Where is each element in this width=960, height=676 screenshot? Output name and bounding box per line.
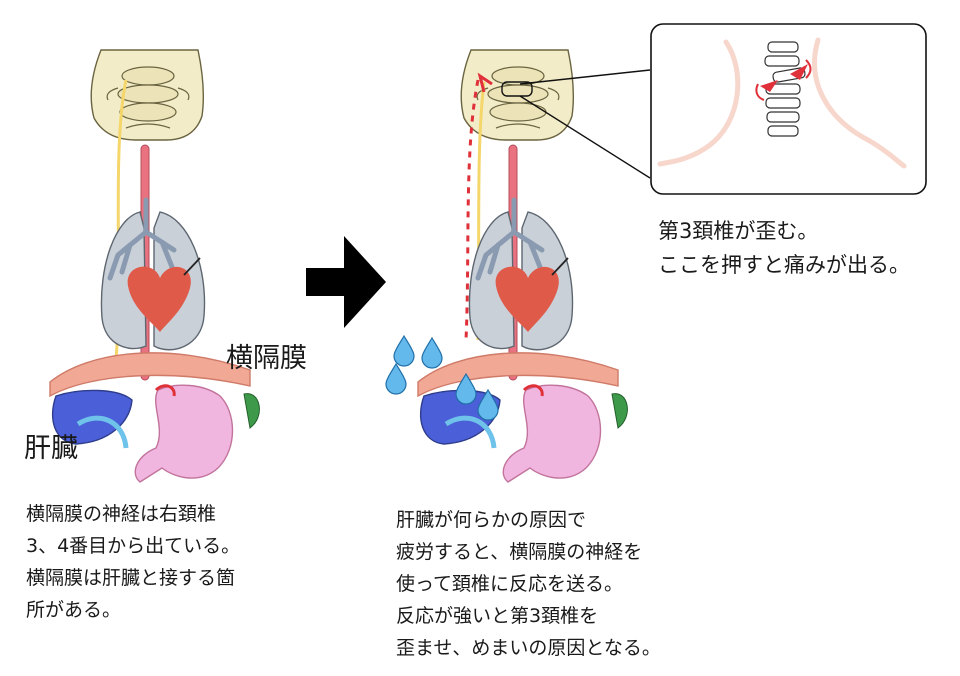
left-torso-illustration: [50, 145, 259, 482]
caption-line: 所がある。: [26, 599, 122, 621]
callout-line: ここを押すと痛みが出る。: [658, 253, 910, 277]
caption-line: 肝臓が何らかの原因で: [396, 509, 587, 531]
vertebra-stack: [764, 41, 806, 137]
caption-left: 横隔膜の神経は右頚椎 3、4番目から出ている。 横隔膜は肝臓と接する箇 所がある…: [26, 498, 240, 626]
arrow-right-icon: [306, 236, 386, 328]
caption-line: 反応が強いと第3頚椎を: [396, 605, 599, 627]
caption-line: 横隔膜は肝臓と接する箇: [26, 567, 236, 589]
caption-line: 疲労すると、横隔膜の神経を: [396, 541, 643, 563]
pressure-arrow-icon: [760, 64, 808, 92]
caption-line: 歪ませ、めまいの原因となる。: [396, 637, 661, 659]
callout-caption: 第3頚椎が歪む。 ここを押すと痛みが出る。: [658, 214, 910, 282]
caption-right: 肝臓が何らかの原因で 疲労すると、横隔膜の神経を 使って頚椎に反応を送る。 反応…: [396, 504, 661, 664]
label-liver: 肝臓: [24, 433, 78, 464]
reaction-pathway: [464, 79, 480, 341]
caption-line: 使って頚椎に反応を送る。: [396, 573, 624, 595]
right-torso-illustration: [418, 145, 627, 482]
caption-line: 横隔膜の神経は右頚椎: [26, 503, 217, 525]
label-diaphragm: 横隔膜: [226, 343, 307, 374]
callout-box: [650, 23, 927, 195]
caption-line: 3、4番目から出ている。: [26, 535, 241, 557]
callout-line: 第3頚椎が歪む。: [658, 219, 819, 243]
